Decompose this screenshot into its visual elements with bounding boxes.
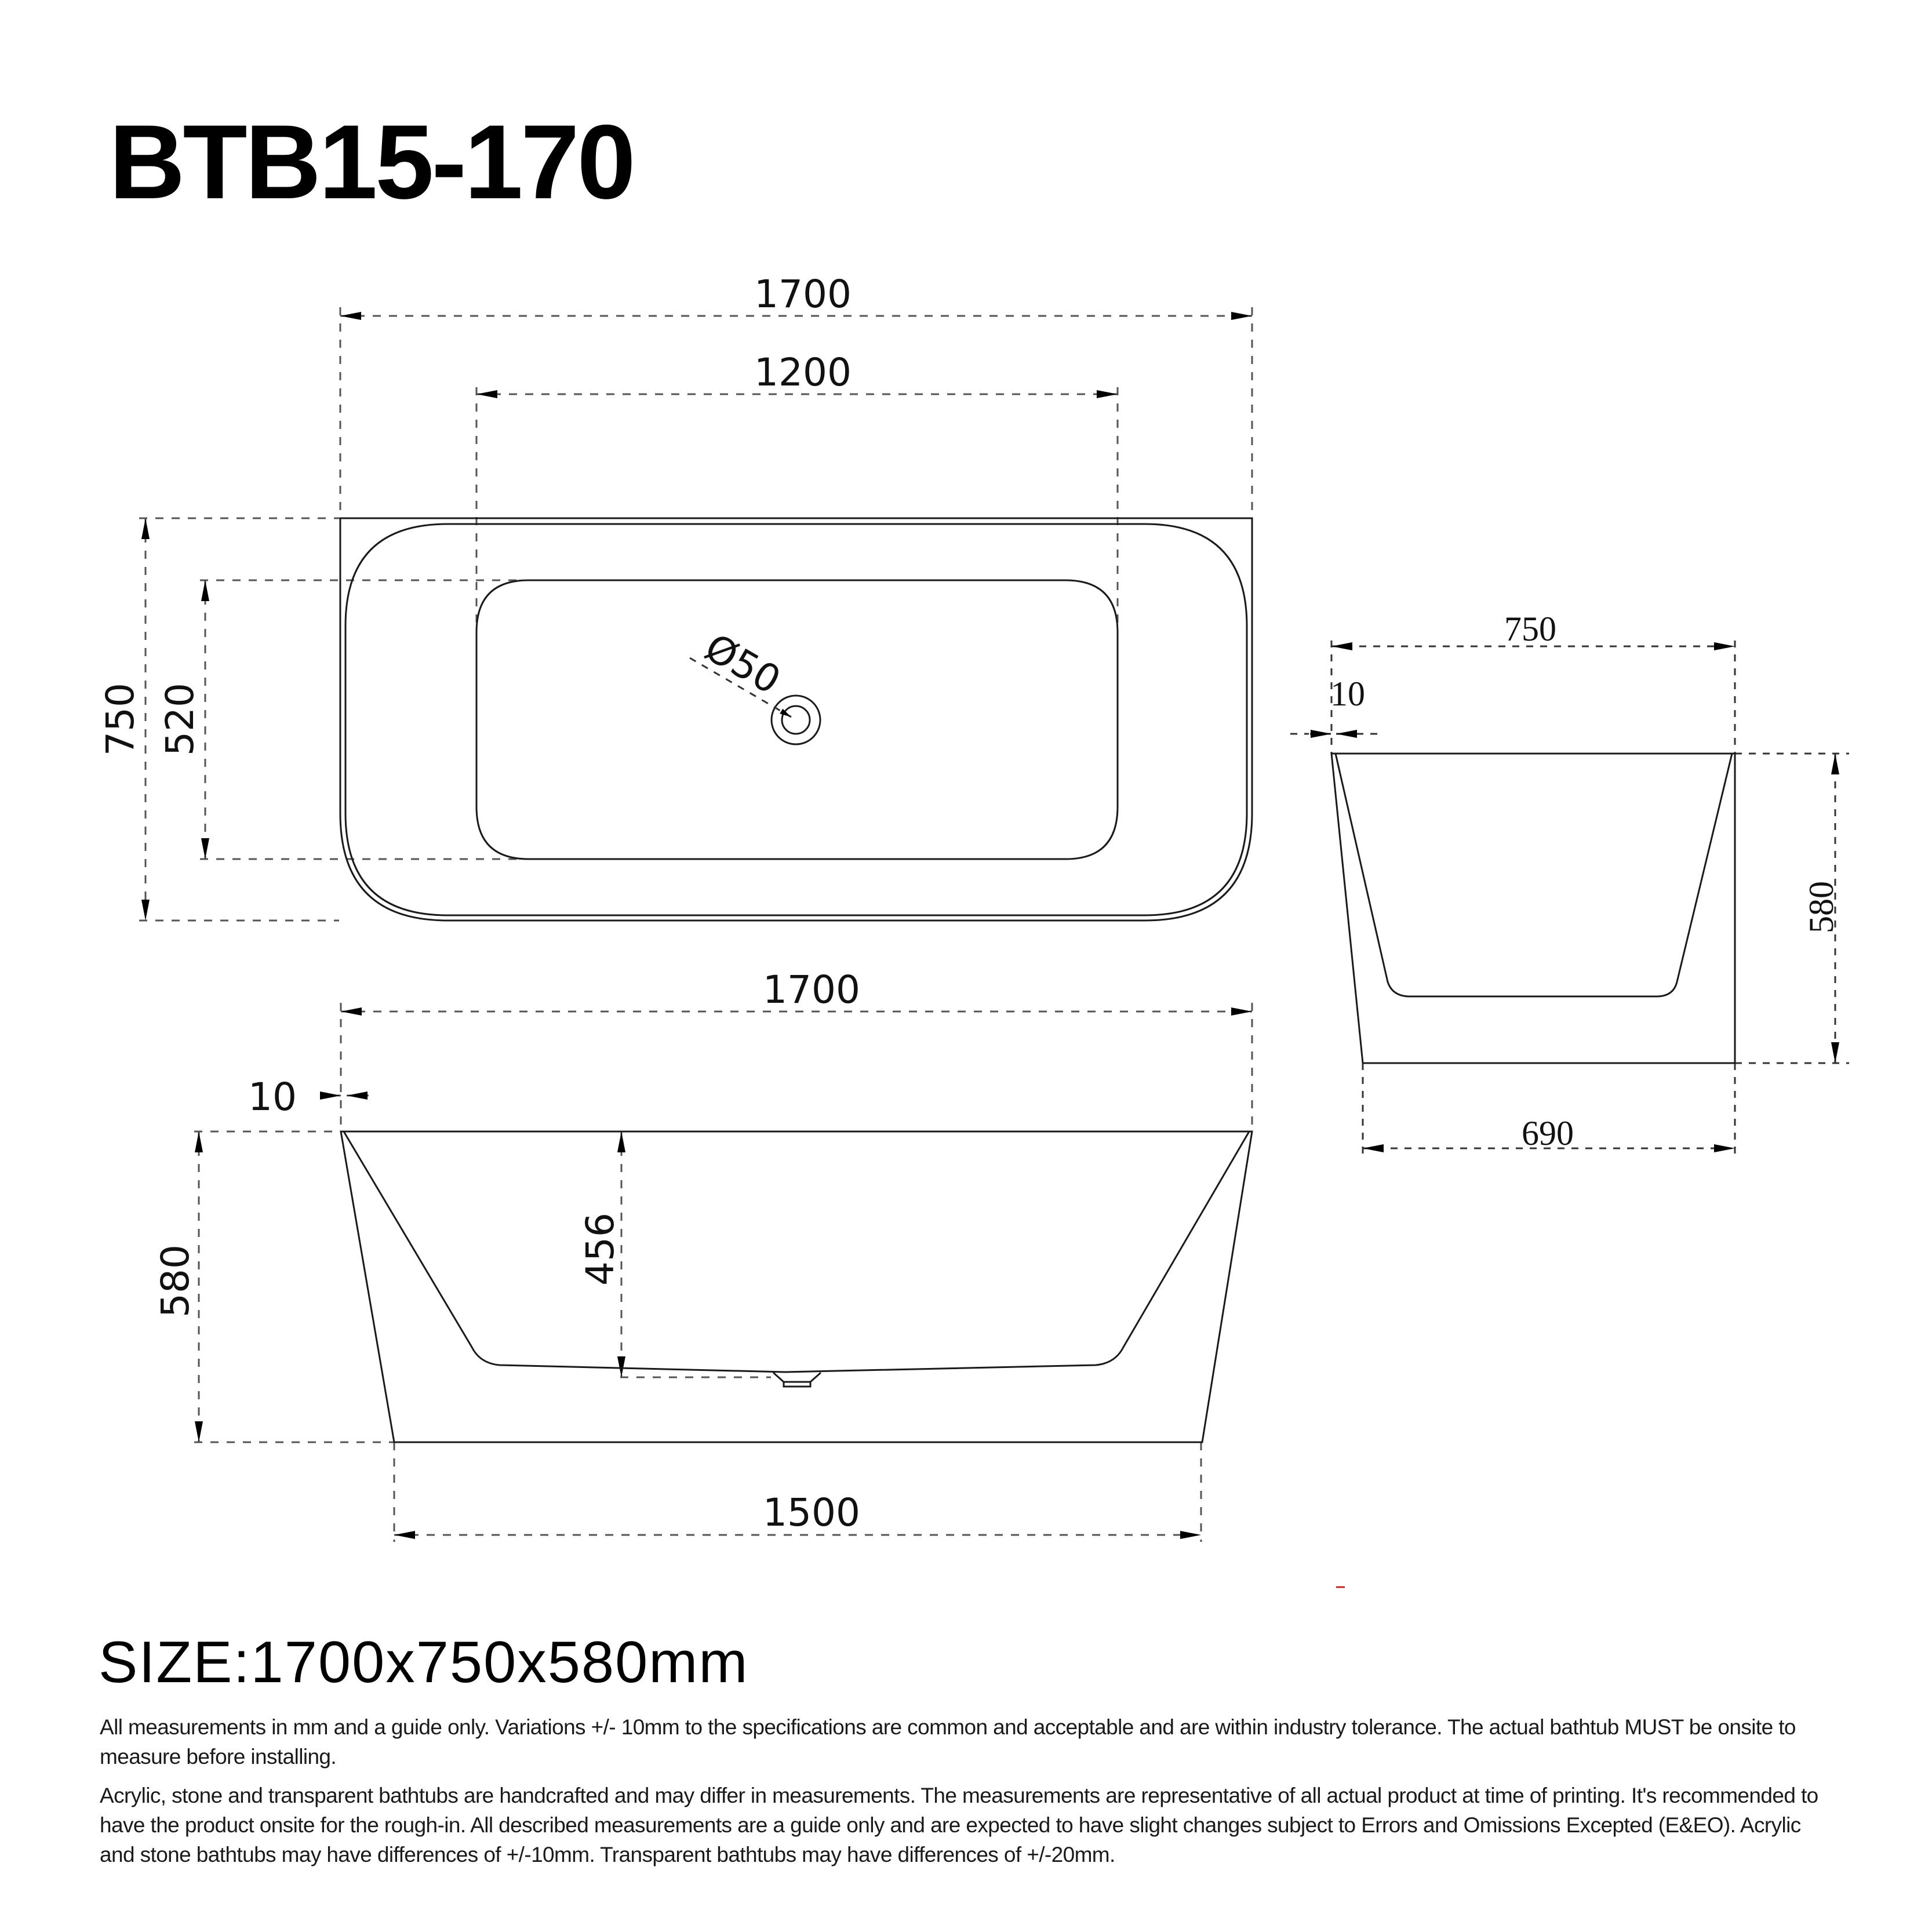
front-view-extension-lines xyxy=(194,1003,1253,1542)
top-basin-width-label: 520 xyxy=(158,683,202,756)
disclaimer-note-2: Acrylic, stone and transparent bathtubs … xyxy=(100,1784,1818,1866)
top-overall-width-label: 750 xyxy=(98,683,143,756)
drain-diameter-label: Ø50 xyxy=(697,625,788,703)
front-outer-outline xyxy=(340,1130,1253,1443)
top-view-extension-lines xyxy=(139,307,1253,922)
front-rim-offset-label: 10 xyxy=(248,1075,297,1119)
disclaimer-note-1: All measurements in mm and a guide only.… xyxy=(100,1715,1796,1769)
side-height-label: 580 xyxy=(1802,881,1840,933)
front-top-length-label: 1700 xyxy=(763,967,860,1012)
front-view: 1700 10 580 456 1500 xyxy=(153,967,1253,1542)
front-view-dimension-lines xyxy=(195,1007,1252,1539)
side-rim-offset-label: 10 xyxy=(1330,675,1365,713)
top-basin-length-label: 1200 xyxy=(754,350,852,395)
side-top-width-label: 750 xyxy=(1504,610,1556,648)
side-outer-outline xyxy=(1330,752,1736,1064)
side-view-extension-lines xyxy=(1290,641,1849,1156)
side-basin-outline xyxy=(1334,753,1733,998)
model-title: BTB15-170 xyxy=(109,103,636,221)
front-base-length-label: 1500 xyxy=(763,1490,860,1535)
top-overall-length-label: 1700 xyxy=(754,272,852,316)
side-view: 750 10 580 690 xyxy=(1290,610,1849,1156)
front-drain-icon xyxy=(773,1371,821,1388)
front-basin-outline xyxy=(343,1131,1250,1373)
front-height-label: 580 xyxy=(153,1245,198,1318)
front-depth-label: 456 xyxy=(578,1213,623,1286)
basin-outline xyxy=(475,579,1119,860)
tub-rim-outline xyxy=(344,523,1248,916)
side-view-dimension-lines xyxy=(1310,642,1839,1152)
top-view-dimension-lines xyxy=(141,312,1252,920)
drain-icon xyxy=(689,657,821,745)
top-view: 1700 1200 750 520 Ø50 xyxy=(98,272,1253,922)
size-heading: SIZE:1700x750x580mm xyxy=(99,1630,749,1695)
tub-outer-outline xyxy=(339,517,1253,922)
side-base-width-label: 690 xyxy=(1522,1114,1574,1152)
